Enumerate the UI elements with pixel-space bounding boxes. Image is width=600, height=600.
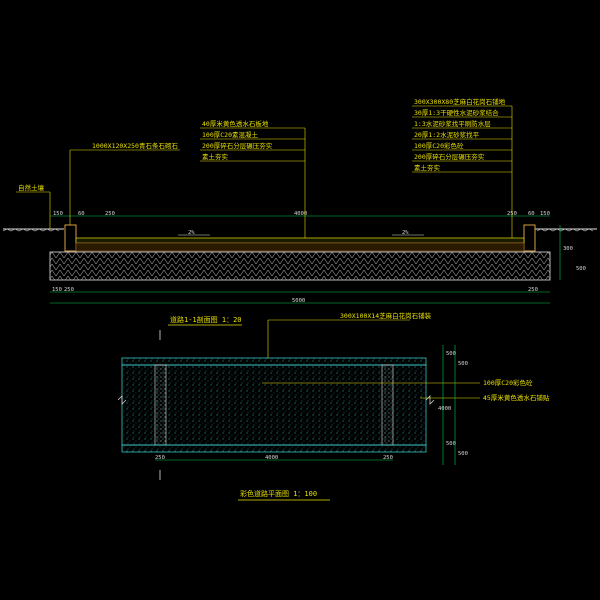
dim-total: 5000 xyxy=(292,298,305,304)
slope-label-right: 2% xyxy=(402,230,409,236)
plan-bottom-stone-strip xyxy=(121,444,427,453)
break-mark-left xyxy=(117,395,127,405)
plan-side-note-2: 45厚米黄色透水石铺贴 xyxy=(483,393,550,402)
plan-section-title: 道路1-1剖面图 1：20 xyxy=(170,315,242,324)
dim-side-1: 300 xyxy=(563,246,573,252)
dim-bottom-left-2: 250 xyxy=(64,287,74,293)
dim-side-2: 500 xyxy=(576,266,586,272)
break-mark-right xyxy=(425,395,435,405)
curb-stone-right xyxy=(523,224,536,252)
right-note-3: 1:3水泥砂浆找平刷防水层 xyxy=(414,119,491,128)
plan-dim-bottom-1: 250 xyxy=(155,455,165,461)
soil-hatch-right xyxy=(536,228,594,232)
plan-side-note-1: 100厚C20彩色砼 xyxy=(483,378,533,387)
right-note-4: 20厚1:2水泥砂浆找平 xyxy=(414,130,480,139)
road-plan: 道路1-1剖面图 1：20 300X100X14芝麻白花岗石铺装 100厚C20… xyxy=(117,311,550,501)
curb-label: 1000X120X250青石条石砌石 xyxy=(92,141,178,150)
dim-top-1: 150 xyxy=(53,211,63,217)
right-note-2: 30厚1:3干硬性水泥砂浆结合 xyxy=(414,108,499,117)
slope-label-left: 2% xyxy=(188,230,195,236)
dim-bottom-left-1: 150 xyxy=(52,287,62,293)
natural-soil-label: 自然土壤 xyxy=(18,183,45,192)
plan-cross-strip-right xyxy=(381,364,394,446)
concrete-base-layer xyxy=(75,242,525,252)
plan-dim-right-1: 500 xyxy=(446,351,456,357)
plan-dim-right-2: 500 xyxy=(458,361,468,367)
mid-note-4: 素土夯实 xyxy=(202,152,229,161)
plan-dim-right-5: 500 xyxy=(458,451,468,457)
curb-stone-left xyxy=(64,224,77,252)
right-note-6: 200厚碎石分层碾压夯实 xyxy=(414,152,485,161)
plan-dim-bottom-2: 4000 xyxy=(265,455,278,461)
mid-note-3: 200厚碎石分层碾压夯实 xyxy=(202,141,273,150)
dim-top-6: 60 xyxy=(528,211,535,217)
right-note-5: 100厚C20彩色砼 xyxy=(414,141,464,150)
dim-top-2: 60 xyxy=(78,211,85,217)
soil-hatch-left xyxy=(2,228,60,232)
plan-top-stone-strip xyxy=(121,357,427,366)
road-cross-section: 2% 2% 150 60 250 4000 250 60 150 150 250… xyxy=(2,97,597,304)
plan-dim-bottom-3: 250 xyxy=(383,455,393,461)
dim-top-3: 250 xyxy=(105,211,115,217)
plan-dim-right-4: 500 xyxy=(446,441,456,447)
plan-colored-concrete xyxy=(121,364,427,446)
right-note-1: 300X300X80芝麻白花岗石铺地 xyxy=(414,97,506,106)
pavement-surface-layer xyxy=(75,237,525,244)
plan-dim-right-3: 4000 xyxy=(438,406,451,412)
dim-bottom-right: 250 xyxy=(528,287,538,293)
plan-top-label: 300X100X14芝麻白花岗石铺装 xyxy=(340,311,432,320)
mid-note-2: 100厚C20素混凝土 xyxy=(202,130,258,139)
plan-bottom-title: 彩色道路平面图 1：100 xyxy=(240,489,317,498)
right-note-7: 素土夯实 xyxy=(414,163,441,172)
dim-top-7: 150 xyxy=(540,211,550,217)
gravel-base-layer xyxy=(49,251,551,281)
plan-cross-strip-left xyxy=(154,364,167,446)
mid-note-1: 40厚米黄色透水石板地 xyxy=(202,119,269,128)
dim-top-4: 4000 xyxy=(294,211,307,217)
